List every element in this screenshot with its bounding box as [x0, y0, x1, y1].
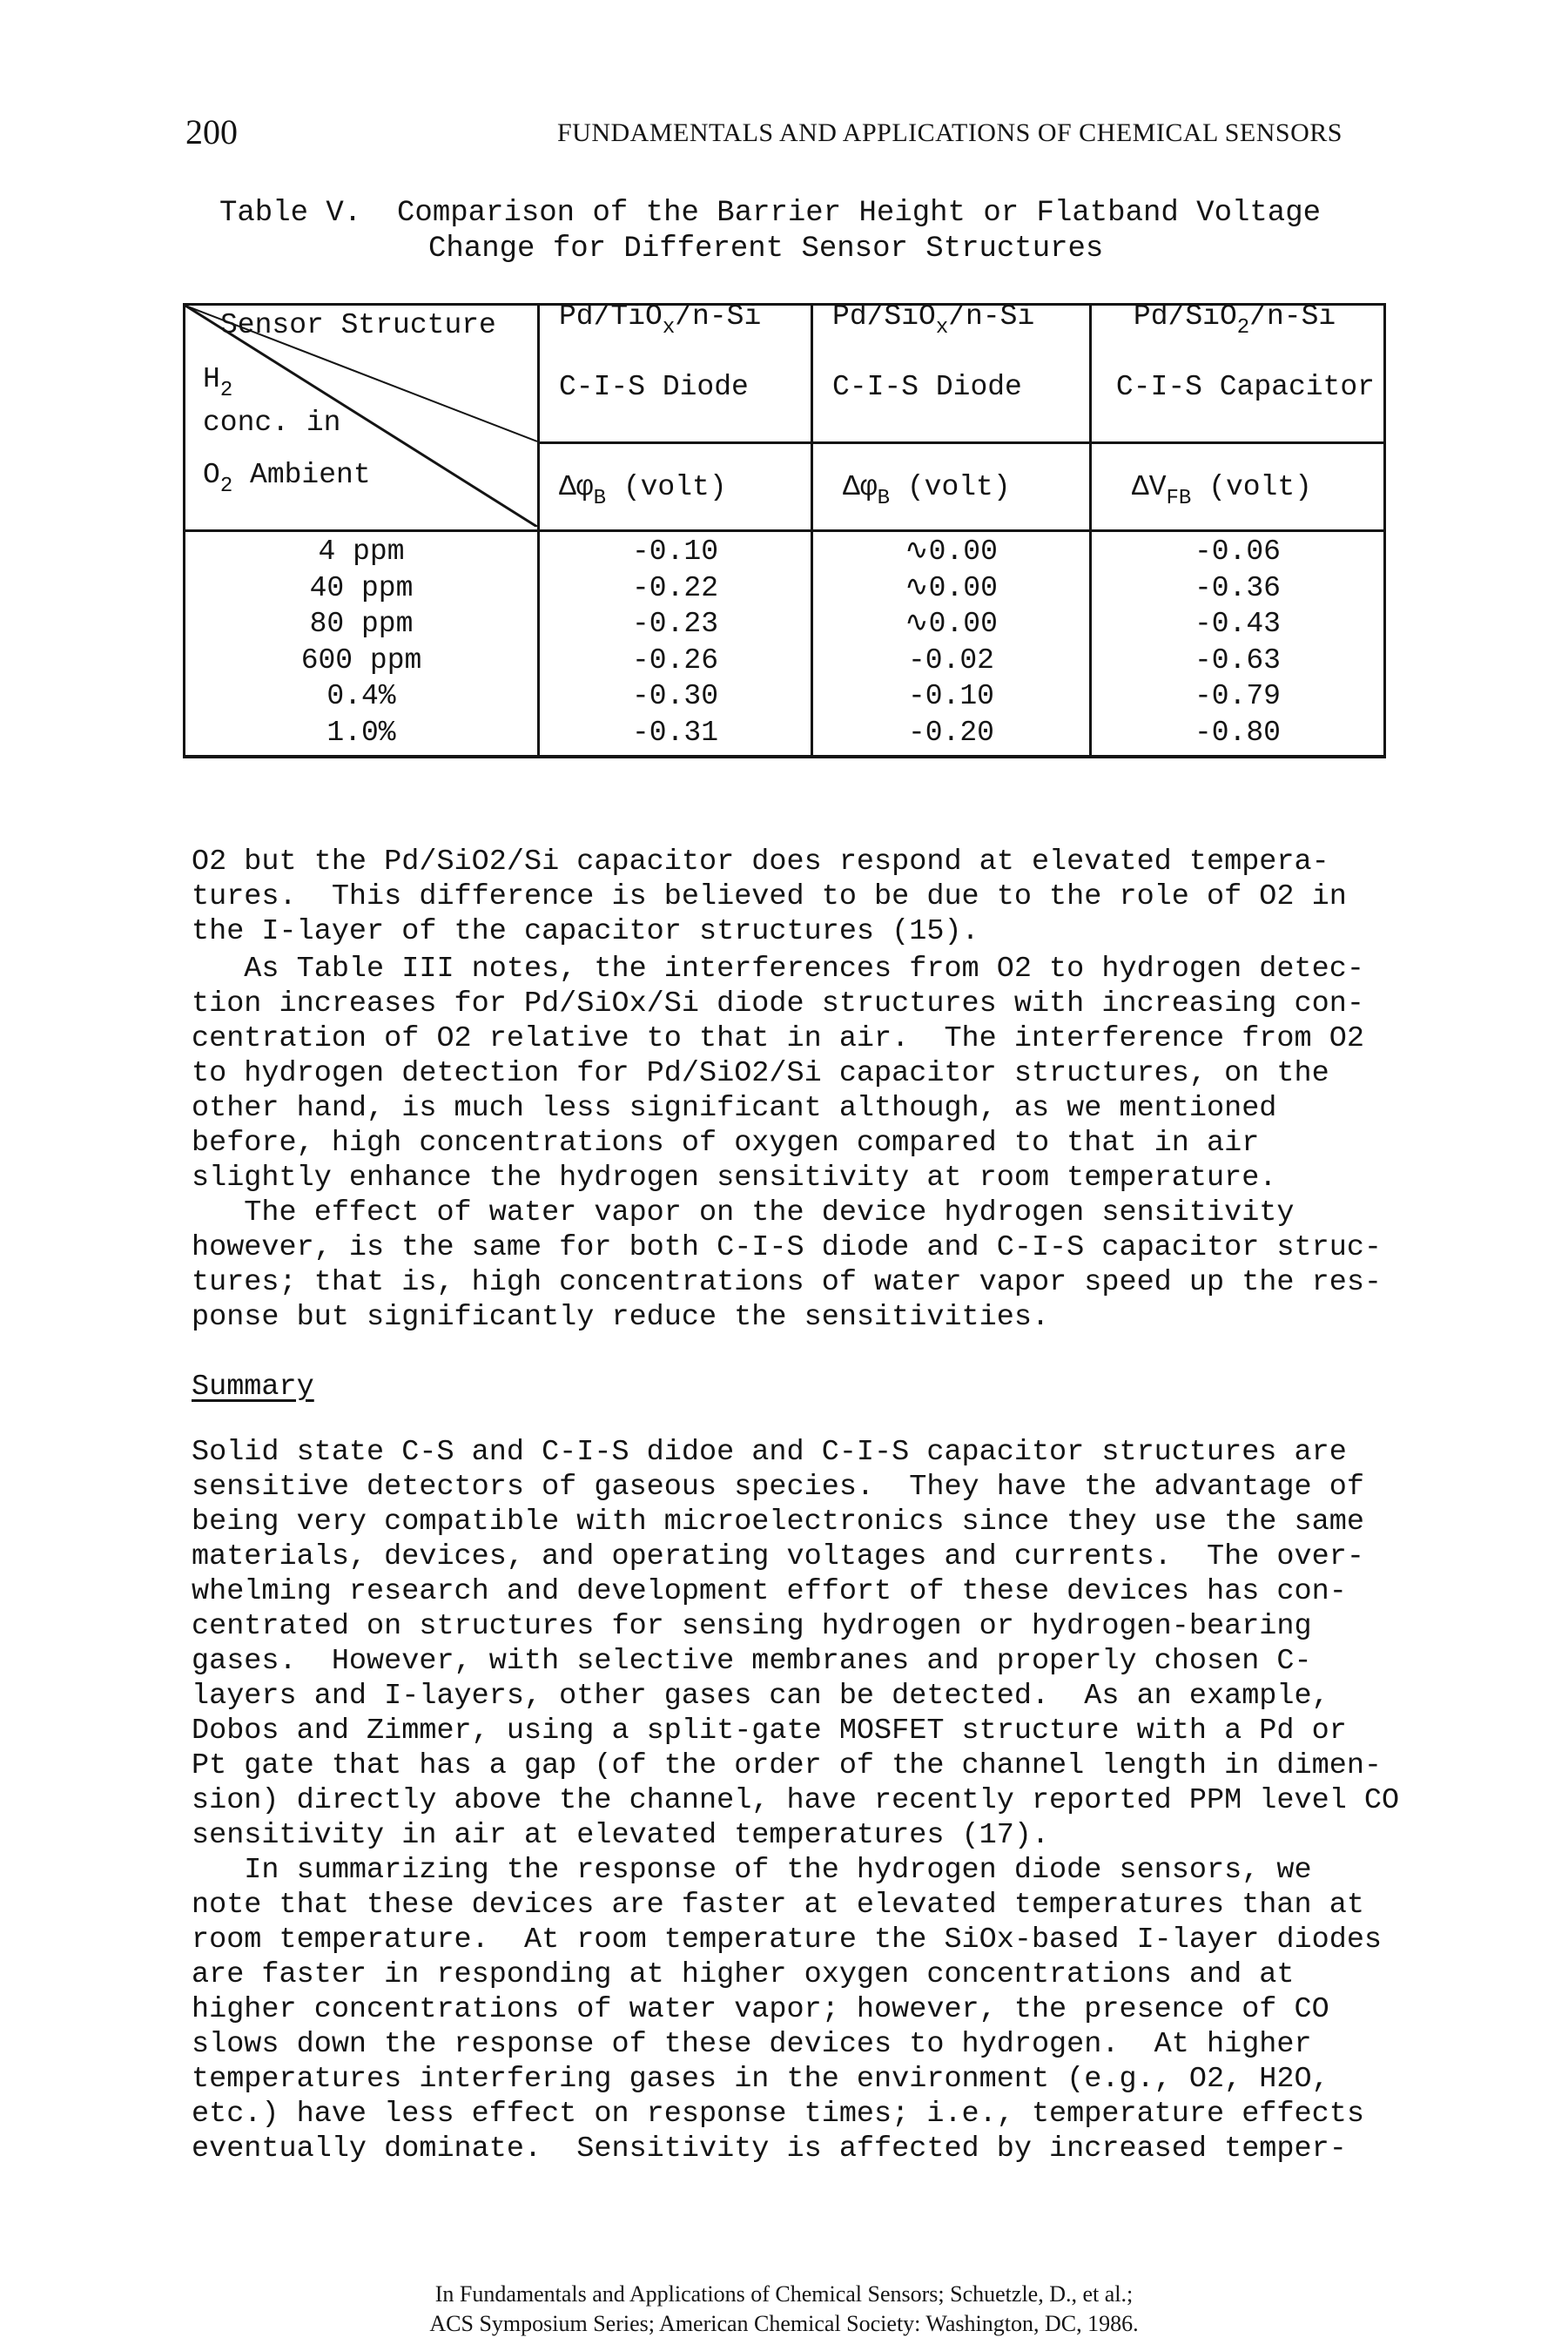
table-header-row-measures: ΔφB (volt) ΔφB (volt) ΔVFB (volt) [185, 442, 1387, 532]
value-cell: -0.02 [907, 643, 994, 677]
table-caption: Table V. Comparison of the Barrier Heigh… [219, 196, 1321, 267]
paragraph-summarizing: In summarizing the response of the hydro… [192, 1854, 1383, 2166]
concentration-cell: 1.0% [326, 716, 396, 749]
value-cell: -0.31 [631, 716, 719, 749]
caption-line-2: Change for Different Sensor Structures [428, 232, 1104, 266]
value-cell: -0.10 [907, 680, 994, 712]
corner-diagonal-lines [185, 306, 537, 527]
value-cell: -0.20 [907, 716, 994, 749]
paragraph-water-vapor: The effect of water vapor on the device … [192, 1196, 1383, 1334]
values-column-pd-tiox: -0.10 -0.22 -0.23 -0.26 -0.30 -0.31 [536, 530, 814, 758]
value-cell: -0.26 [631, 643, 719, 677]
concentration-column: 4 ppm 40 ppm 80 ppm 600 ppm 0.4% 1.0% [183, 530, 540, 758]
value-cell: -0.10 [631, 536, 719, 568]
value-cell: -0.30 [631, 680, 719, 712]
values-column-pd-siox: ∿0.00 ∿0.00 ∿0.00 -0.02 -0.10 -0.20 [811, 530, 1092, 758]
value-cell: -0.79 [1194, 680, 1281, 712]
citation-line-1: In Fundamentals and Applications of Chem… [434, 2281, 1134, 2307]
corner-label-o2-ambient: O2 Ambient [203, 459, 371, 498]
value-cell: -0.36 [1194, 571, 1281, 604]
value-cell: ∿0.00 [905, 536, 998, 568]
measure-header-col3: ΔVFB (volt) [1088, 442, 1387, 532]
corner-label-sensor-structure: Sensor Structure [220, 309, 496, 341]
value-cell: -0.63 [1194, 643, 1281, 677]
page-number: 200 [185, 112, 238, 152]
concentration-cell: 80 ppm [309, 608, 414, 640]
corner-label-h2: H2 [203, 363, 233, 402]
measure-header-col1: ΔφB (volt) [536, 442, 814, 532]
citation-line-2: ACS Symposium Series; American Chemical … [429, 2311, 1139, 2336]
value-cell: ∿0.00 [905, 608, 998, 640]
running-title: FUNDAMENTALS AND APPLICATIONS OF CHEMICA… [557, 118, 1343, 147]
paragraph-interference: As Table III notes, the interferences fr… [192, 953, 1364, 1195]
corner-label-conc: conc. in [203, 407, 341, 439]
concentration-cell: 600 ppm [300, 643, 422, 677]
caption-line-1: Table V. Comparison of the Barrier Heigh… [219, 197, 1322, 230]
value-cell: -0.43 [1194, 608, 1281, 640]
values-column-pd-sio2: -0.06 -0.36 -0.43 -0.63 -0.79 -0.80 [1088, 530, 1387, 758]
value-cell: -0.23 [631, 608, 719, 640]
table-header-row-structures: Sensor Structure H2 conc. in O2 Ambient … [183, 300, 1387, 532]
corner-cell: Sensor Structure H2 conc. in O2 Ambient [183, 303, 540, 532]
table-body-row: 4 ppm 40 ppm 80 ppm 600 ppm 0.4% 1.0% -0… [183, 530, 1387, 758]
summary-heading: Summary [192, 1371, 314, 1404]
paragraph-o2-capacitor: O2 but the Pd/SiO2/Si capacitor does res… [192, 845, 1347, 948]
concentration-cell: 40 ppm [309, 571, 414, 604]
value-cell: -0.22 [631, 571, 719, 604]
measure-header-col2: ΔφB (volt) [811, 442, 1092, 532]
value-cell: -0.80 [1194, 716, 1281, 749]
value-cell: -0.06 [1194, 536, 1281, 568]
concentration-cell: 0.4% [326, 680, 396, 712]
comparison-table: Sensor Structure H2 conc. in O2 Ambient … [183, 300, 1387, 758]
concentration-cell: 4 ppm [318, 536, 405, 568]
value-cell: ∿0.00 [905, 571, 998, 604]
citation-footer: In Fundamentals and Applications of Chem… [0, 2280, 1568, 2339]
paragraph-summary: Solid state C-S and C-I-S didoe and C-I-… [192, 1436, 1400, 1852]
